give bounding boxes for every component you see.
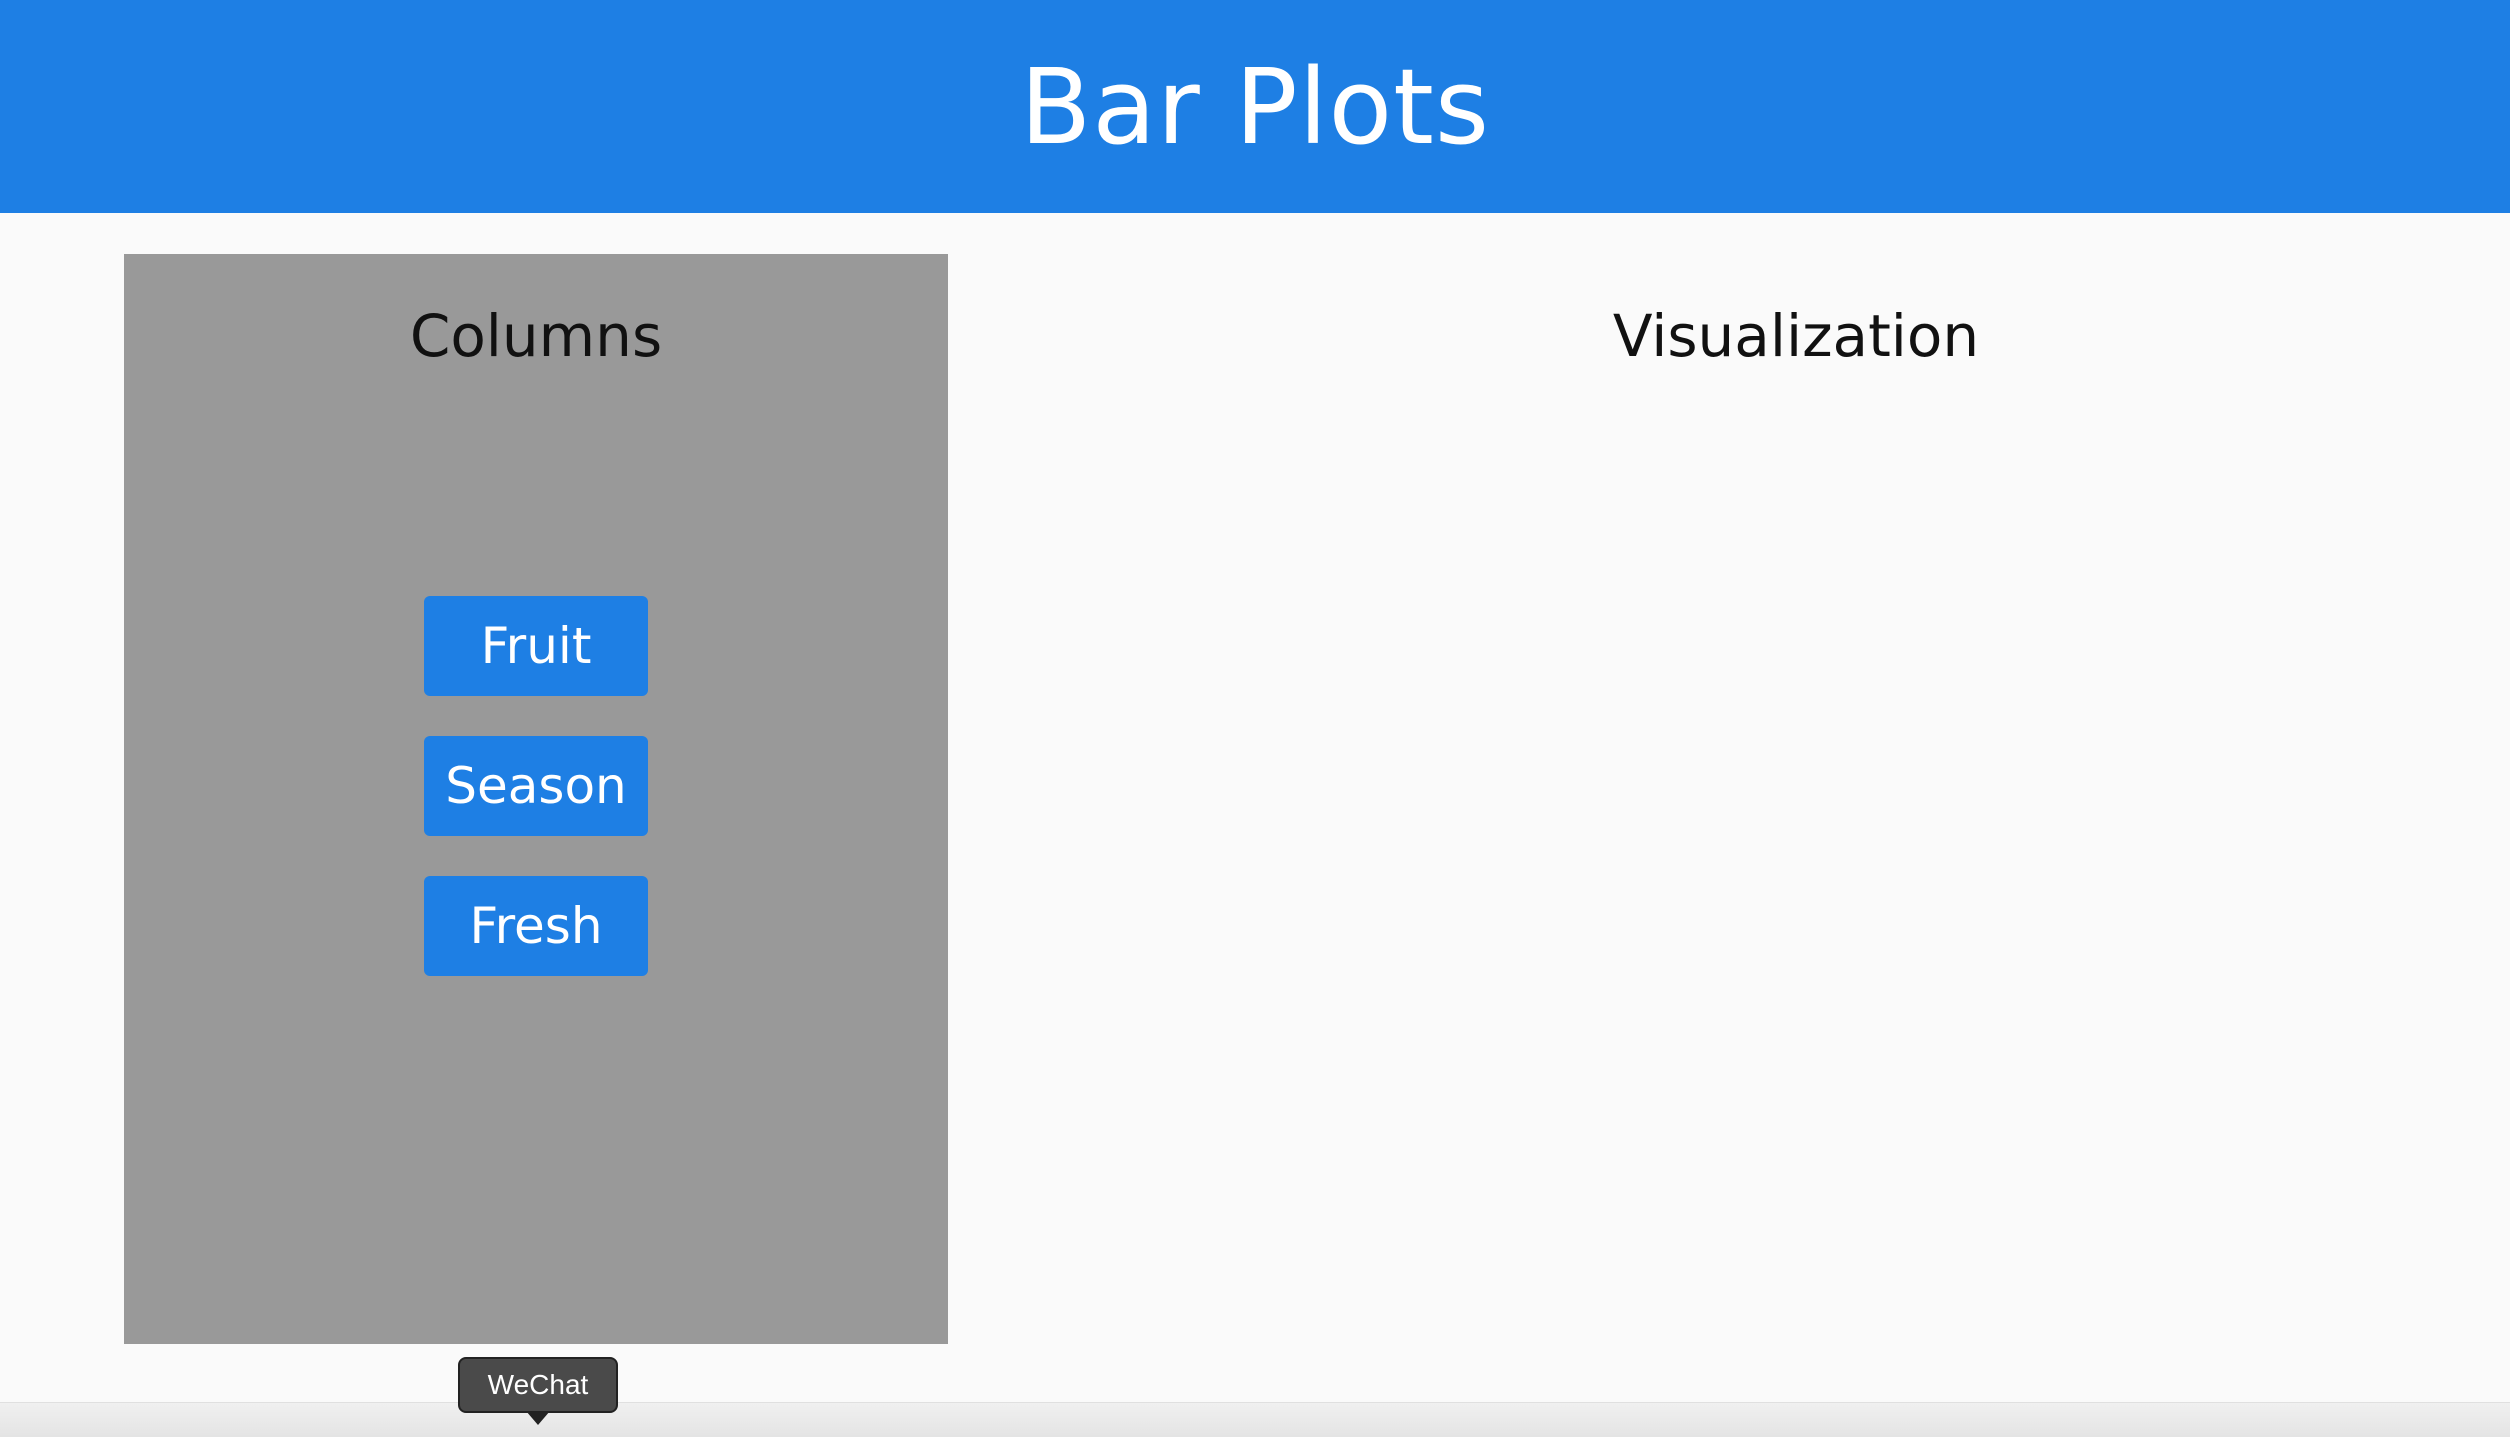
dock-tooltip: WeChat: [458, 1357, 618, 1413]
column-button-fresh[interactable]: Fresh: [424, 876, 648, 976]
column-list: Fruit Season Fresh: [124, 596, 948, 976]
columns-heading: Columns: [409, 302, 663, 370]
page-title: Bar Plots: [1019, 45, 1491, 168]
column-button-fruit[interactable]: Fruit: [424, 596, 648, 696]
dock-bar: [0, 1402, 2510, 1437]
visualization-heading: Visualization: [1612, 302, 1980, 370]
column-button-season[interactable]: Season: [424, 736, 648, 836]
columns-panel: Columns Fruit Season Fresh: [124, 254, 948, 1344]
tooltip-arrow-icon: [526, 1411, 550, 1425]
app-header: Bar Plots: [0, 0, 2510, 213]
